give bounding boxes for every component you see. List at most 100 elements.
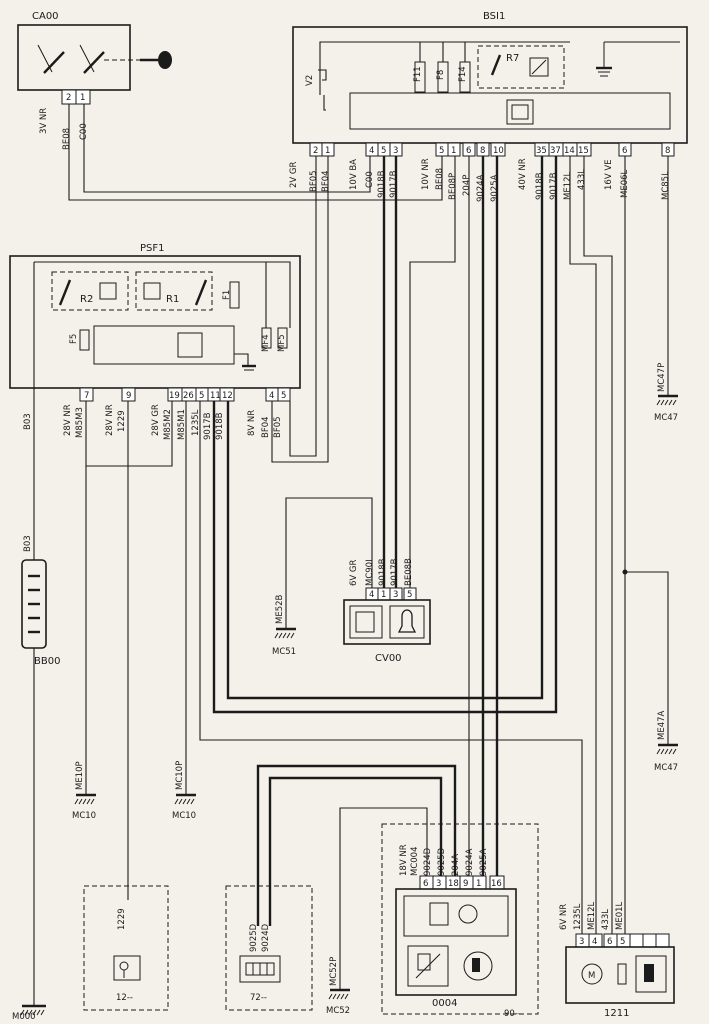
bsi1-pin: 8 xyxy=(665,146,670,156)
psf1-fuse-label: MF5 xyxy=(277,334,287,352)
wiring xyxy=(33,104,669,1006)
psf1-pin: 11 xyxy=(210,391,221,401)
bsi1-pin: 35 xyxy=(536,146,547,156)
c0004-label: 0004 xyxy=(432,998,457,1009)
bsi1-wire-label: 9025A xyxy=(490,174,500,202)
cv00-pin: 3 xyxy=(393,590,398,600)
gauge-icon xyxy=(458,904,478,924)
c72-label: 72-- xyxy=(250,993,267,1003)
c1211-pin: 4 xyxy=(592,937,597,947)
bsi1-wire-label: ME12L xyxy=(563,171,573,200)
c0004-pin: 18 xyxy=(448,879,459,889)
component-12: 1229 12-- xyxy=(83,885,169,1011)
c0004-pin: 1 xyxy=(476,879,481,889)
cv00-wire-label: BE08B xyxy=(404,558,414,586)
cv00-wire-label: 9018B xyxy=(378,558,388,586)
ground-wire-label: ME47A xyxy=(657,710,667,740)
psf1-pin: 19 xyxy=(169,391,180,401)
c0004-conn-label: 18V NR xyxy=(399,844,409,876)
motor-icon xyxy=(581,963,603,985)
cv00-conn-label: 6V GR xyxy=(349,559,359,586)
bsi1-pin: 1 xyxy=(325,146,330,156)
component-0004: 18V NR MC004 9024D 9025D 204A 9024A 9025… xyxy=(381,823,539,1019)
psf1-pin: 7 xyxy=(84,391,89,401)
chip-icon xyxy=(429,902,449,926)
cv00-wire-label: 9017B xyxy=(390,558,400,586)
psf1-conn-label: 28V NR xyxy=(105,404,115,436)
c0004-wire-label: 204A xyxy=(451,854,461,876)
c0004-pin: 6 xyxy=(423,879,428,889)
psf1-fuse-label: MF4 xyxy=(261,334,271,352)
psf1-pins: 7 9 19 26 5 11 12 4 5 xyxy=(79,387,291,402)
ground-label: MC47 xyxy=(654,763,678,773)
psf1-wire-label: 1235L xyxy=(191,409,201,436)
ground-label: MC52 xyxy=(326,1006,350,1016)
bsi1-wire-label: 204P xyxy=(462,175,472,196)
psf1-wire-label: M85M2 xyxy=(163,409,173,440)
ground-label: MC10 xyxy=(72,811,96,821)
psf1-wire-label: M85M1 xyxy=(177,409,187,440)
bsi1-label: BSI1 xyxy=(483,11,505,22)
bsi1-pin: 8 xyxy=(480,146,485,156)
bsi1-wire-label: BF05 xyxy=(309,170,319,192)
psf1-wire-label: M85M3 xyxy=(75,407,85,438)
ground-wire-label: MC52P xyxy=(329,957,339,986)
fuel-gauge-icon xyxy=(415,953,441,979)
bsi1-pin: 6 xyxy=(466,146,471,156)
b03-lower-label: B03 xyxy=(23,535,33,552)
bsi1-fuse-label: F11 xyxy=(413,66,423,82)
component-bsi1: BSI1 V2 F11 F8 F14 R7 2 1 xyxy=(289,11,688,202)
fuel-pump-icon xyxy=(644,964,654,982)
component-1211: 6V NR 1235L ME12L 433L ME01L 3 4 6 5 M 1… xyxy=(559,901,675,1019)
c1211-wire-label: ME12L xyxy=(587,901,597,930)
c1211-wire-label: 1235L xyxy=(573,903,583,930)
bsi1-wire-label: MC85L xyxy=(661,171,671,200)
c0004-wire-label: MC004 xyxy=(410,847,420,877)
psf1-conn-label: 28V NR xyxy=(63,404,73,436)
bsi1-pin: 10 xyxy=(493,146,504,156)
c0004-pin: 9 xyxy=(463,879,468,889)
ca00-conn-label: 3V NR xyxy=(39,108,49,134)
bsi1-pin: 5 xyxy=(381,146,386,156)
ground-mc47-bottom: ME47A MC47 xyxy=(654,710,678,773)
c12-label: 12-- xyxy=(116,993,133,1003)
c0004-group-label: 90-- xyxy=(504,1009,521,1019)
ground-icon xyxy=(596,42,612,77)
ca00-body xyxy=(17,24,131,91)
bsi1-pin: 6 xyxy=(622,146,627,156)
ground-mc10-left: ME10P MC10 xyxy=(72,466,96,821)
bsi1-pin: 1 xyxy=(451,146,456,156)
c1211-pin: 3 xyxy=(579,937,584,947)
ground-label: MC51 xyxy=(272,647,296,657)
bsi1-pin: 37 xyxy=(550,146,561,156)
psf1-fuse-label: F1 xyxy=(222,290,232,300)
battery-icon xyxy=(21,559,47,649)
psf1-pin: 12 xyxy=(222,391,233,401)
bsi1-wire-label: BE08 xyxy=(435,168,445,190)
c1211-label: 1211 xyxy=(604,1008,629,1019)
bsi1-conn-label: 16V VE xyxy=(604,159,614,190)
c72-wire-label: 9024D xyxy=(261,923,271,952)
bsi1-pin: 4 xyxy=(369,146,374,156)
c0004-pin: 16 xyxy=(491,879,502,889)
bsi1-conn-label: 2V GR xyxy=(289,161,299,188)
c0004-wire-label: 9024A xyxy=(465,848,475,876)
component-bb00: BB00 xyxy=(21,559,60,667)
bsi1-fuse-label: F14 xyxy=(458,66,468,82)
bsi1-conn-label: 40V NR xyxy=(518,158,528,190)
psf1-body xyxy=(9,255,301,389)
cv00-pin: 5 xyxy=(407,590,412,600)
psf1-wire-label: BF04 xyxy=(261,416,271,438)
component-psf1: PSF1 R2 R1 F1 F5 MF4 MF5 7 9 xyxy=(9,243,301,440)
c1211-pin: 5 xyxy=(620,937,625,947)
bsi1-conn-label: 10V NR xyxy=(421,158,431,190)
bell-icon xyxy=(397,609,417,633)
bsi1-pin: 5 xyxy=(439,146,444,156)
bsi1-relay-label: R7 xyxy=(506,53,519,64)
psf1-conn-label: 28V GR xyxy=(151,404,161,436)
bsi1-pin: 3 xyxy=(393,146,398,156)
bsi1-wire-label: 433L xyxy=(577,169,587,190)
bsi1-v2-label: V2 xyxy=(305,75,315,86)
resistor-icon xyxy=(617,963,627,985)
